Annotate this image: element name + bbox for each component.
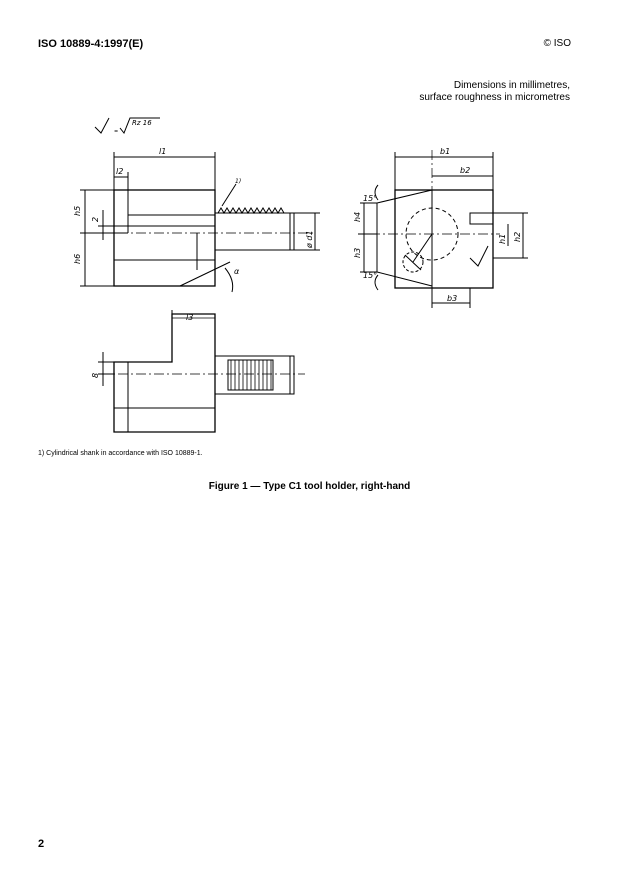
label-angle-bottom: 15° xyxy=(363,271,377,280)
label-h1: h1 xyxy=(498,234,507,244)
page-number: 2 xyxy=(38,838,45,850)
label-two: 2 xyxy=(91,217,100,222)
roughness-value: Rz 16 xyxy=(132,119,152,127)
side-view xyxy=(358,150,528,308)
label-b1: b1 xyxy=(440,147,450,156)
figure-caption: Figure 1 — Type C1 tool holder, right-ha… xyxy=(208,481,411,492)
units-note-line2: surface roughness in micrometres xyxy=(419,92,570,103)
front-view xyxy=(80,152,320,293)
label-b2: b2 xyxy=(460,166,470,175)
label-alpha: α xyxy=(234,267,240,276)
standard-number: ISO 10889-4:1997(E) xyxy=(38,38,144,50)
label-h6: h6 xyxy=(73,254,82,264)
units-note: Dimensions in millimetres, surface rough… xyxy=(419,80,570,104)
label-l2: l2 xyxy=(116,167,123,176)
label-l3: l3 xyxy=(186,313,193,322)
label-eight: 8 xyxy=(91,373,100,378)
section-view xyxy=(98,310,305,433)
label-ref1: 1) xyxy=(235,178,241,185)
label-h2: h2 xyxy=(513,232,522,242)
label-h4: h4 xyxy=(353,212,362,222)
label-h3: h3 xyxy=(353,248,362,258)
label-d1: ø d1 xyxy=(305,230,314,249)
units-note-line1: Dimensions in millimetres, xyxy=(453,80,570,91)
label-h5: h5 xyxy=(73,206,82,216)
roughness-equals: = xyxy=(114,129,118,135)
footnote: 1) Cylindrical shank in accordance with … xyxy=(38,450,203,457)
label-l1: l1 xyxy=(159,147,166,156)
roughness-symbol xyxy=(94,117,160,134)
copyright: © ISO xyxy=(543,38,571,49)
label-b3: b3 xyxy=(447,294,457,303)
label-angle-top: 15° xyxy=(363,194,377,203)
